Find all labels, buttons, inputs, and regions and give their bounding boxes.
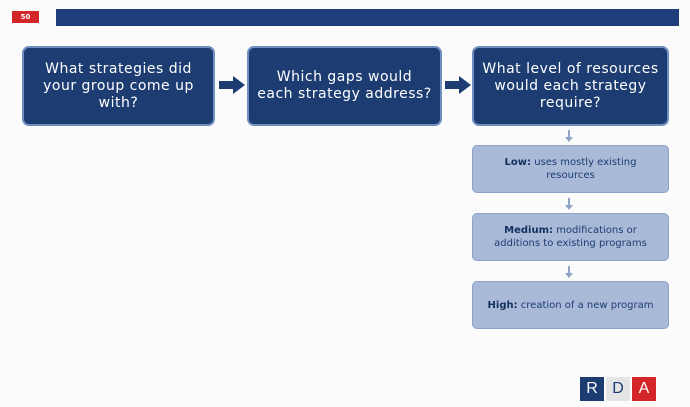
level-term: High: bbox=[487, 299, 518, 311]
logo-letter-r: R bbox=[580, 377, 604, 401]
level-term: Low: bbox=[504, 157, 532, 168]
level-box-low: Low: uses mostly existing resources bbox=[472, 145, 669, 193]
title-bar bbox=[56, 9, 679, 26]
rda-logo: R D A bbox=[580, 377, 658, 401]
down-arrow-icon bbox=[565, 130, 573, 142]
level-description: modifications or additions to existing p… bbox=[494, 225, 647, 249]
level-description: creation of a new program bbox=[517, 299, 654, 311]
level-term: Medium: bbox=[504, 225, 553, 236]
level-box-high: High: creation of a new program bbox=[472, 281, 669, 329]
slide-number-badge: 50 bbox=[12, 11, 39, 23]
down-arrow-icon bbox=[565, 198, 573, 210]
right-arrow-icon bbox=[219, 76, 245, 94]
down-arrow-icon bbox=[565, 266, 573, 278]
question-box-gaps: Which gaps would each strategy address? bbox=[247, 46, 442, 126]
level-box-medium: Medium: modifications or additions to ex… bbox=[472, 213, 669, 261]
question-box-resources: What level of resources would each strat… bbox=[472, 46, 669, 126]
right-arrow-icon bbox=[445, 76, 471, 94]
logo-letter-a: A bbox=[632, 377, 656, 401]
logo-letter-d: D bbox=[606, 377, 630, 401]
question-box-strategies: What strategies did your group come up w… bbox=[22, 46, 215, 126]
level-description: uses mostly existing resources bbox=[531, 157, 637, 181]
